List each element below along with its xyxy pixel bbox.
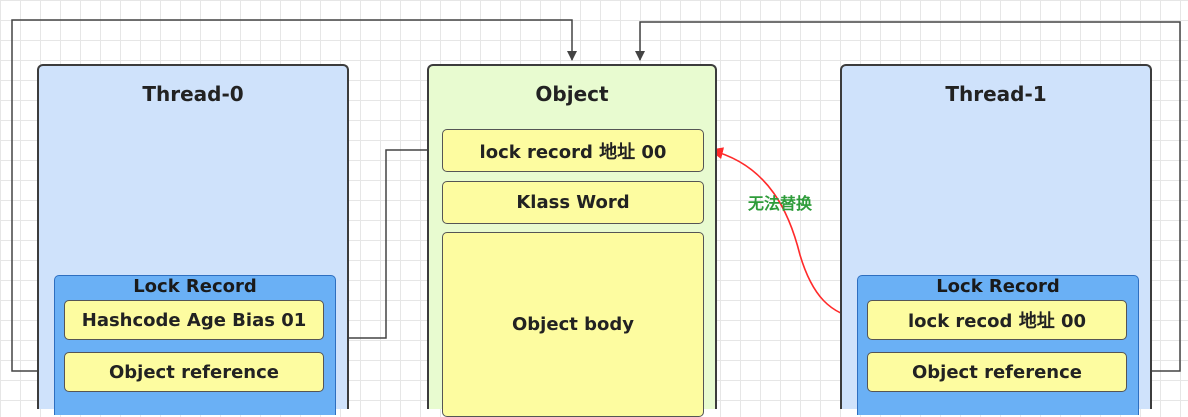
thread-1-lock-record-title: Lock Record (936, 276, 1060, 297)
thread-0-lock-record-title: Lock Record (133, 276, 257, 297)
thread-0-object-reference: Object reference (64, 352, 324, 392)
object-title: Object (535, 82, 609, 106)
thread-1-lock-record-address: lock recod 地址 00 (867, 300, 1127, 340)
cas-failure-arrow (709, 147, 863, 324)
header-to-lock-record-wire (335, 149, 442, 343)
object-mark-word-lock-record: lock record 地址 00 (442, 129, 704, 172)
thread1-object-reference-wire (635, 21, 1181, 372)
cas-failure-label: 无法替换 (748, 194, 813, 213)
thread-1-box: Thread-1 Lock Record lock recod 地址 00 Ob… (840, 64, 1152, 415)
thread-1-object-reference: Object reference (867, 352, 1127, 392)
thread-0-box: Thread-0 Lock Record Hashcode Age Bias 0… (37, 64, 349, 415)
thread-1-lock-record: Lock Record lock recod 地址 00 Object refe… (857, 275, 1139, 415)
thread-0-title: Thread-0 (142, 82, 244, 106)
object-box: Object lock record 地址 00 Klass Word Obje… (427, 64, 717, 417)
object-klass-word: Klass Word (442, 181, 704, 224)
thread-0-lock-record: Lock Record Hashcode Age Bias 01 Object … (54, 275, 336, 415)
connector-layer (11, 19, 1181, 372)
thread-0-displaced-header: Hashcode Age Bias 01 (64, 300, 324, 340)
thread-1-title: Thread-1 (945, 82, 1047, 106)
object-body: Object body (442, 232, 704, 417)
thread0-object-reference-wire (11, 19, 577, 372)
